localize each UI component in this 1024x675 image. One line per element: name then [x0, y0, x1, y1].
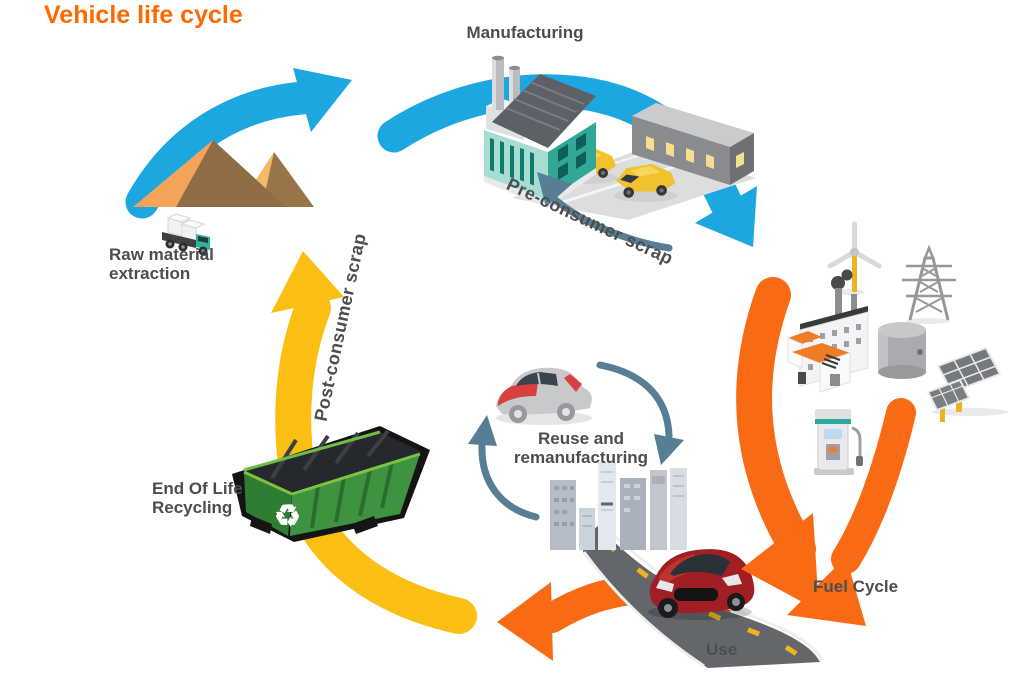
warehouse-icon	[512, 103, 756, 220]
page-title: Vehicle life cycle	[44, 1, 243, 29]
solar-panels-icon	[926, 346, 1008, 422]
blue-arrow-raw-to-manufacturing	[125, 68, 352, 219]
label-raw-material-extraction: Raw material extraction	[109, 245, 214, 284]
recycling-skip-icon: ♻	[232, 426, 430, 542]
label-fuel-cycle: Fuel Cycle	[813, 577, 899, 596]
orange-arrow-fuel-to-use	[787, 398, 916, 626]
city-buildings-icon	[550, 462, 687, 550]
label-manufacturing: Manufacturing	[466, 23, 584, 42]
label-reuse-remanufacturing: Reuse and remanufacturing	[513, 429, 649, 468]
orange-arrow-to-use-outer	[736, 277, 819, 611]
wind-turbine-icon	[827, 221, 882, 295]
part-painted-car-icon	[496, 367, 592, 425]
recycle-symbol-icon: ♻	[274, 500, 301, 533]
ore-piles-icon	[133, 140, 314, 207]
label-use: Use	[706, 640, 738, 659]
factory-icon	[484, 55, 596, 208]
steel-arrow-pre-consumer-scrap	[537, 172, 673, 252]
fuel-pump-icon	[814, 409, 863, 475]
refinery-icon	[787, 269, 869, 393]
mining-truck-icon	[162, 213, 210, 256]
steel-arrow-reuse-loop-left	[468, 415, 540, 521]
storage-tank-icon	[878, 322, 926, 379]
red-car-icon	[648, 549, 755, 620]
label-end-of-life-recycling: End Of Life Recycling	[152, 479, 243, 518]
steel-arrow-reuse-loop-right	[596, 361, 684, 465]
power-pylon-icon	[902, 244, 956, 324]
